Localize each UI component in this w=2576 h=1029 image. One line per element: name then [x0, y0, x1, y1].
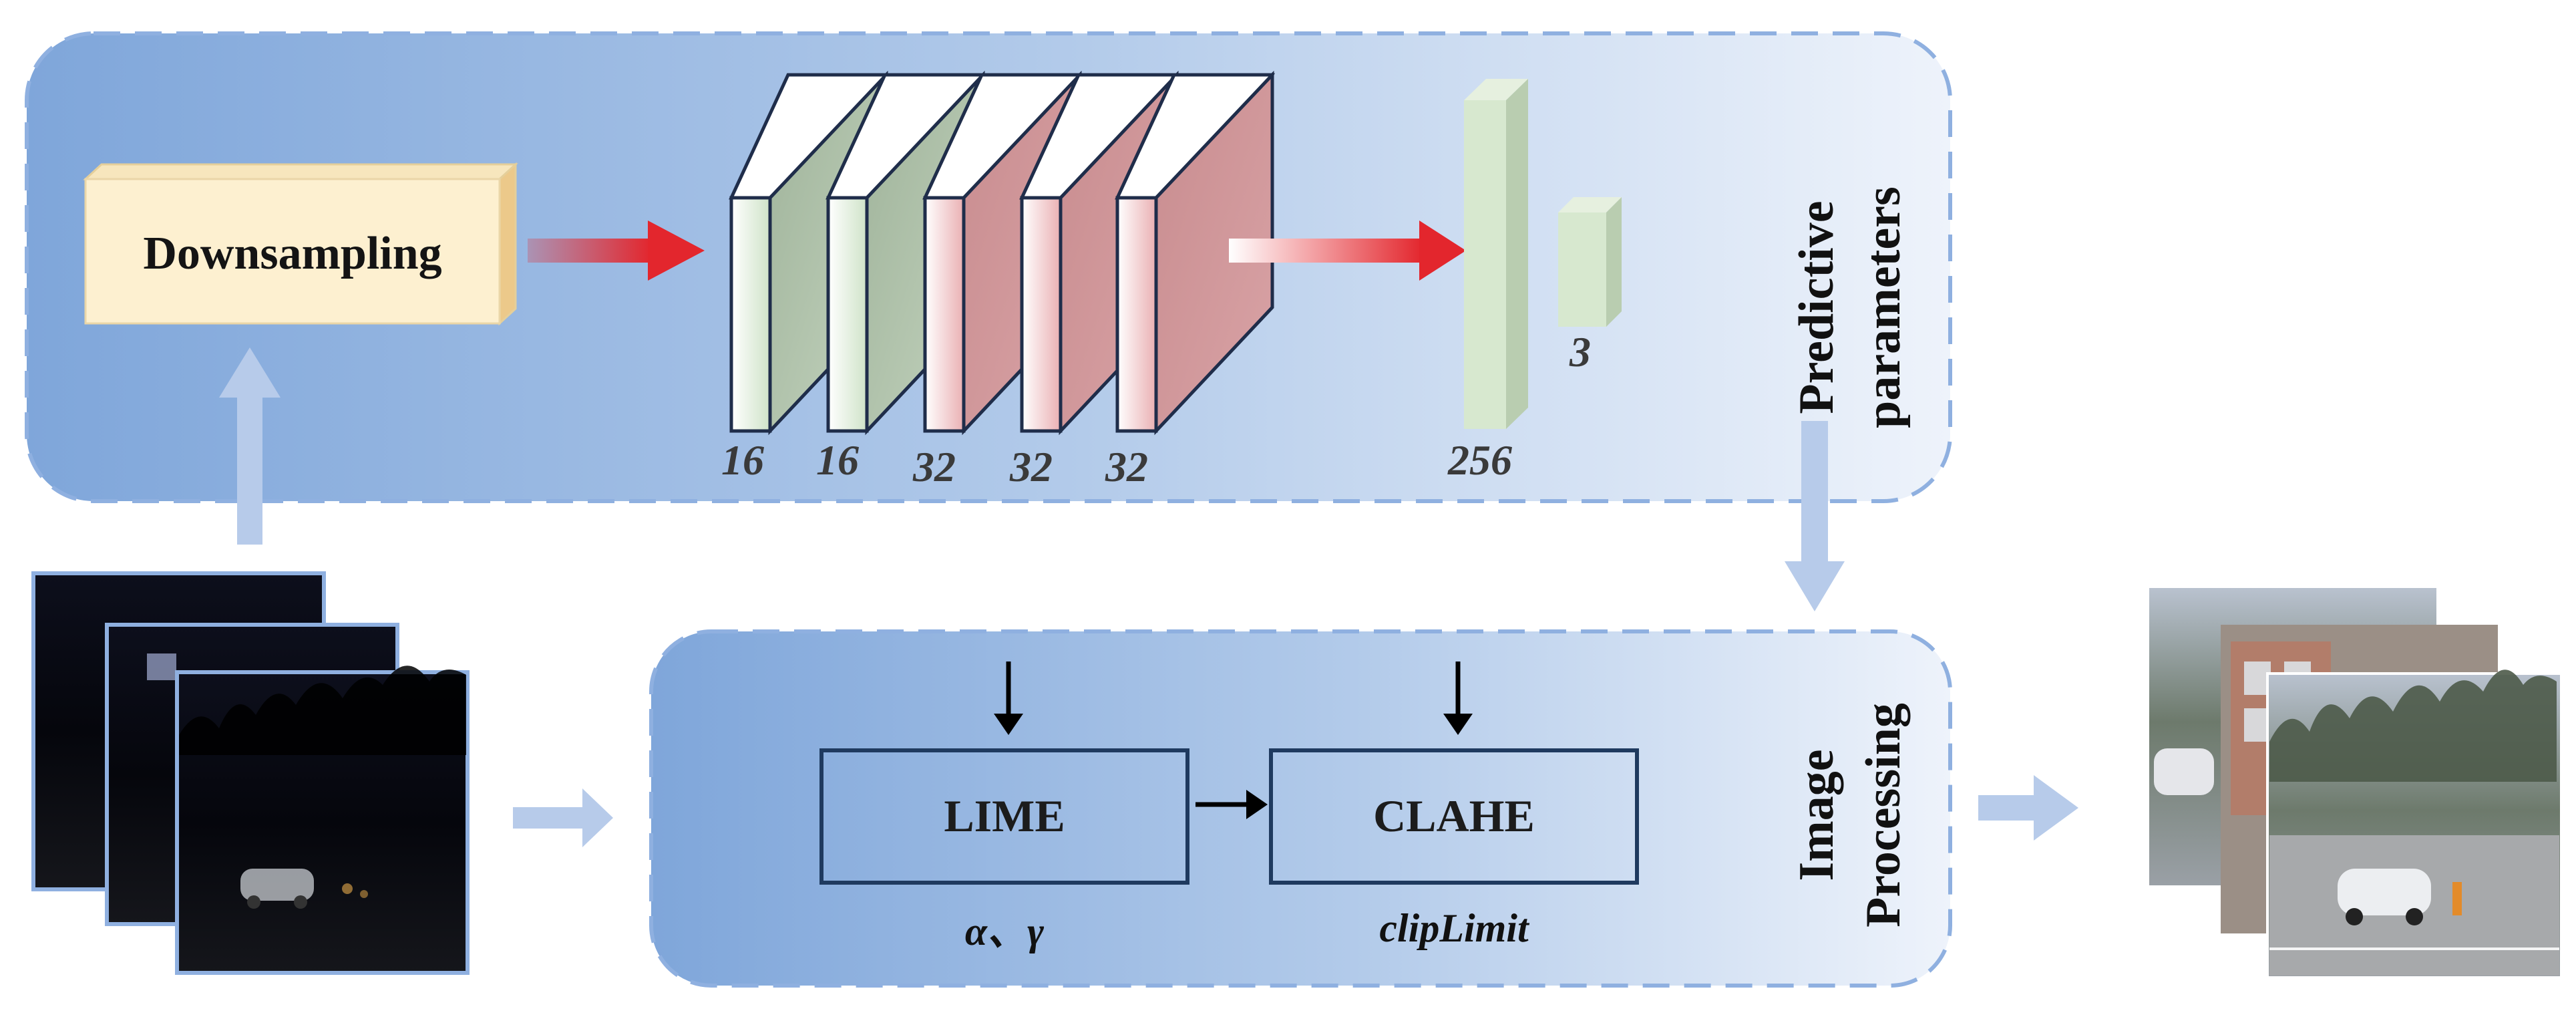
arrow-lime-to-clahe — [1195, 790, 1268, 819]
arrow-into-clahe — [1443, 662, 1473, 735]
arrow-downsampling-to-conv — [528, 220, 705, 281]
input-low-light-images — [31, 571, 470, 975]
conv-layer-2-channels: 16 — [816, 436, 859, 484]
conv-layer-3-channels: 32 — [913, 443, 956, 490]
clahe-box — [1269, 748, 1639, 885]
conv-layer-5-channels: 32 — [1105, 443, 1148, 490]
image-processing-panel — [649, 629, 1952, 988]
lime-box — [819, 748, 1189, 885]
predictive-label-line2: parameters — [1856, 186, 1911, 428]
processing-label-line1: Image — [1789, 749, 1844, 881]
lime-label: LIME — [944, 790, 1065, 841]
arrow-into-lime — [994, 662, 1023, 735]
conv-layer-4-channels: 32 — [1010, 443, 1053, 490]
clahe-label: CLAHE — [1373, 790, 1535, 841]
fc-layer-256-size: 256 — [1448, 436, 1512, 484]
output-enhanced-images — [2149, 588, 2563, 979]
arrow-up-to-downsampling — [219, 347, 281, 545]
fc-layer-3-size: 3 — [1570, 328, 1591, 376]
clahe-params: clipLimit — [1379, 906, 1529, 950]
fc-layer-3 — [1558, 197, 1622, 327]
processing-label-line2: Processing — [1856, 703, 1911, 927]
lime-params: α、γ — [964, 909, 1045, 953]
image-processing-label: Image Processing — [1783, 601, 1917, 1029]
fc-layer-256 — [1464, 79, 1528, 429]
arrow-params-to-processing — [1785, 421, 1845, 611]
arrow-processing-to-output — [1978, 775, 2078, 841]
downsampling-block — [83, 162, 518, 326]
downsampling-label: Downsampling — [143, 228, 442, 279]
predictive-parameters-label: Predictive parameters — [1783, 94, 1917, 521]
arrow-conv-to-fc — [1229, 220, 1466, 281]
conv-layer-1-channels: 16 — [721, 436, 764, 484]
predictive-label-line1: Predictive — [1789, 200, 1844, 414]
conv-layer-5 — [1115, 70, 1275, 436]
arrow-input-to-processing — [513, 788, 613, 847]
